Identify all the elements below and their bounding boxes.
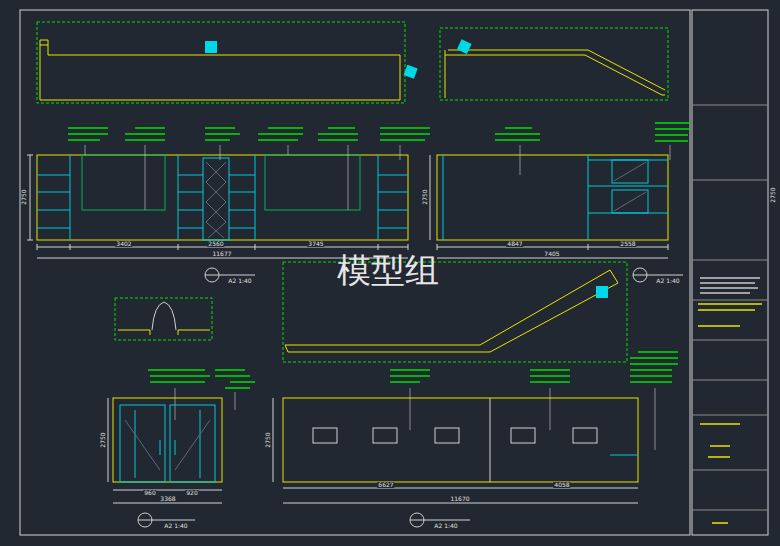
dimension-text: 2558 — [619, 241, 636, 247]
dimension-text: 960 — [143, 490, 156, 496]
dimension-text: 920 — [185, 490, 198, 496]
scale-text: A2 1:40 — [655, 278, 680, 284]
scale-text: A2 1:40 — [163, 523, 188, 529]
dimension-text: 3368 — [159, 496, 176, 502]
scale-text: A2 1:40 — [227, 278, 252, 284]
dimension-text: 2750 — [100, 431, 106, 448]
dimension-text: 3402 — [115, 241, 132, 247]
dimension-text: 2560 — [207, 241, 224, 247]
dimension-text: 2750 — [770, 186, 776, 203]
dimension-text: 4058 — [553, 482, 570, 488]
dimension-text: 11670 — [449, 496, 470, 502]
dimension-text: 6627 — [377, 482, 394, 488]
dimension-text: 2750 — [265, 431, 271, 448]
dimension-text: 3745 — [307, 241, 324, 247]
dimension-text: 2750 — [422, 188, 428, 205]
dimension-text: 11677 — [211, 251, 232, 257]
dimension-text: 2750 — [21, 188, 27, 205]
dimension-text: 7405 — [543, 251, 560, 257]
scale-text: A2 1:40 — [433, 523, 458, 529]
watermark: 模型组 — [337, 253, 439, 287]
dimension-text: 4847 — [506, 241, 523, 247]
